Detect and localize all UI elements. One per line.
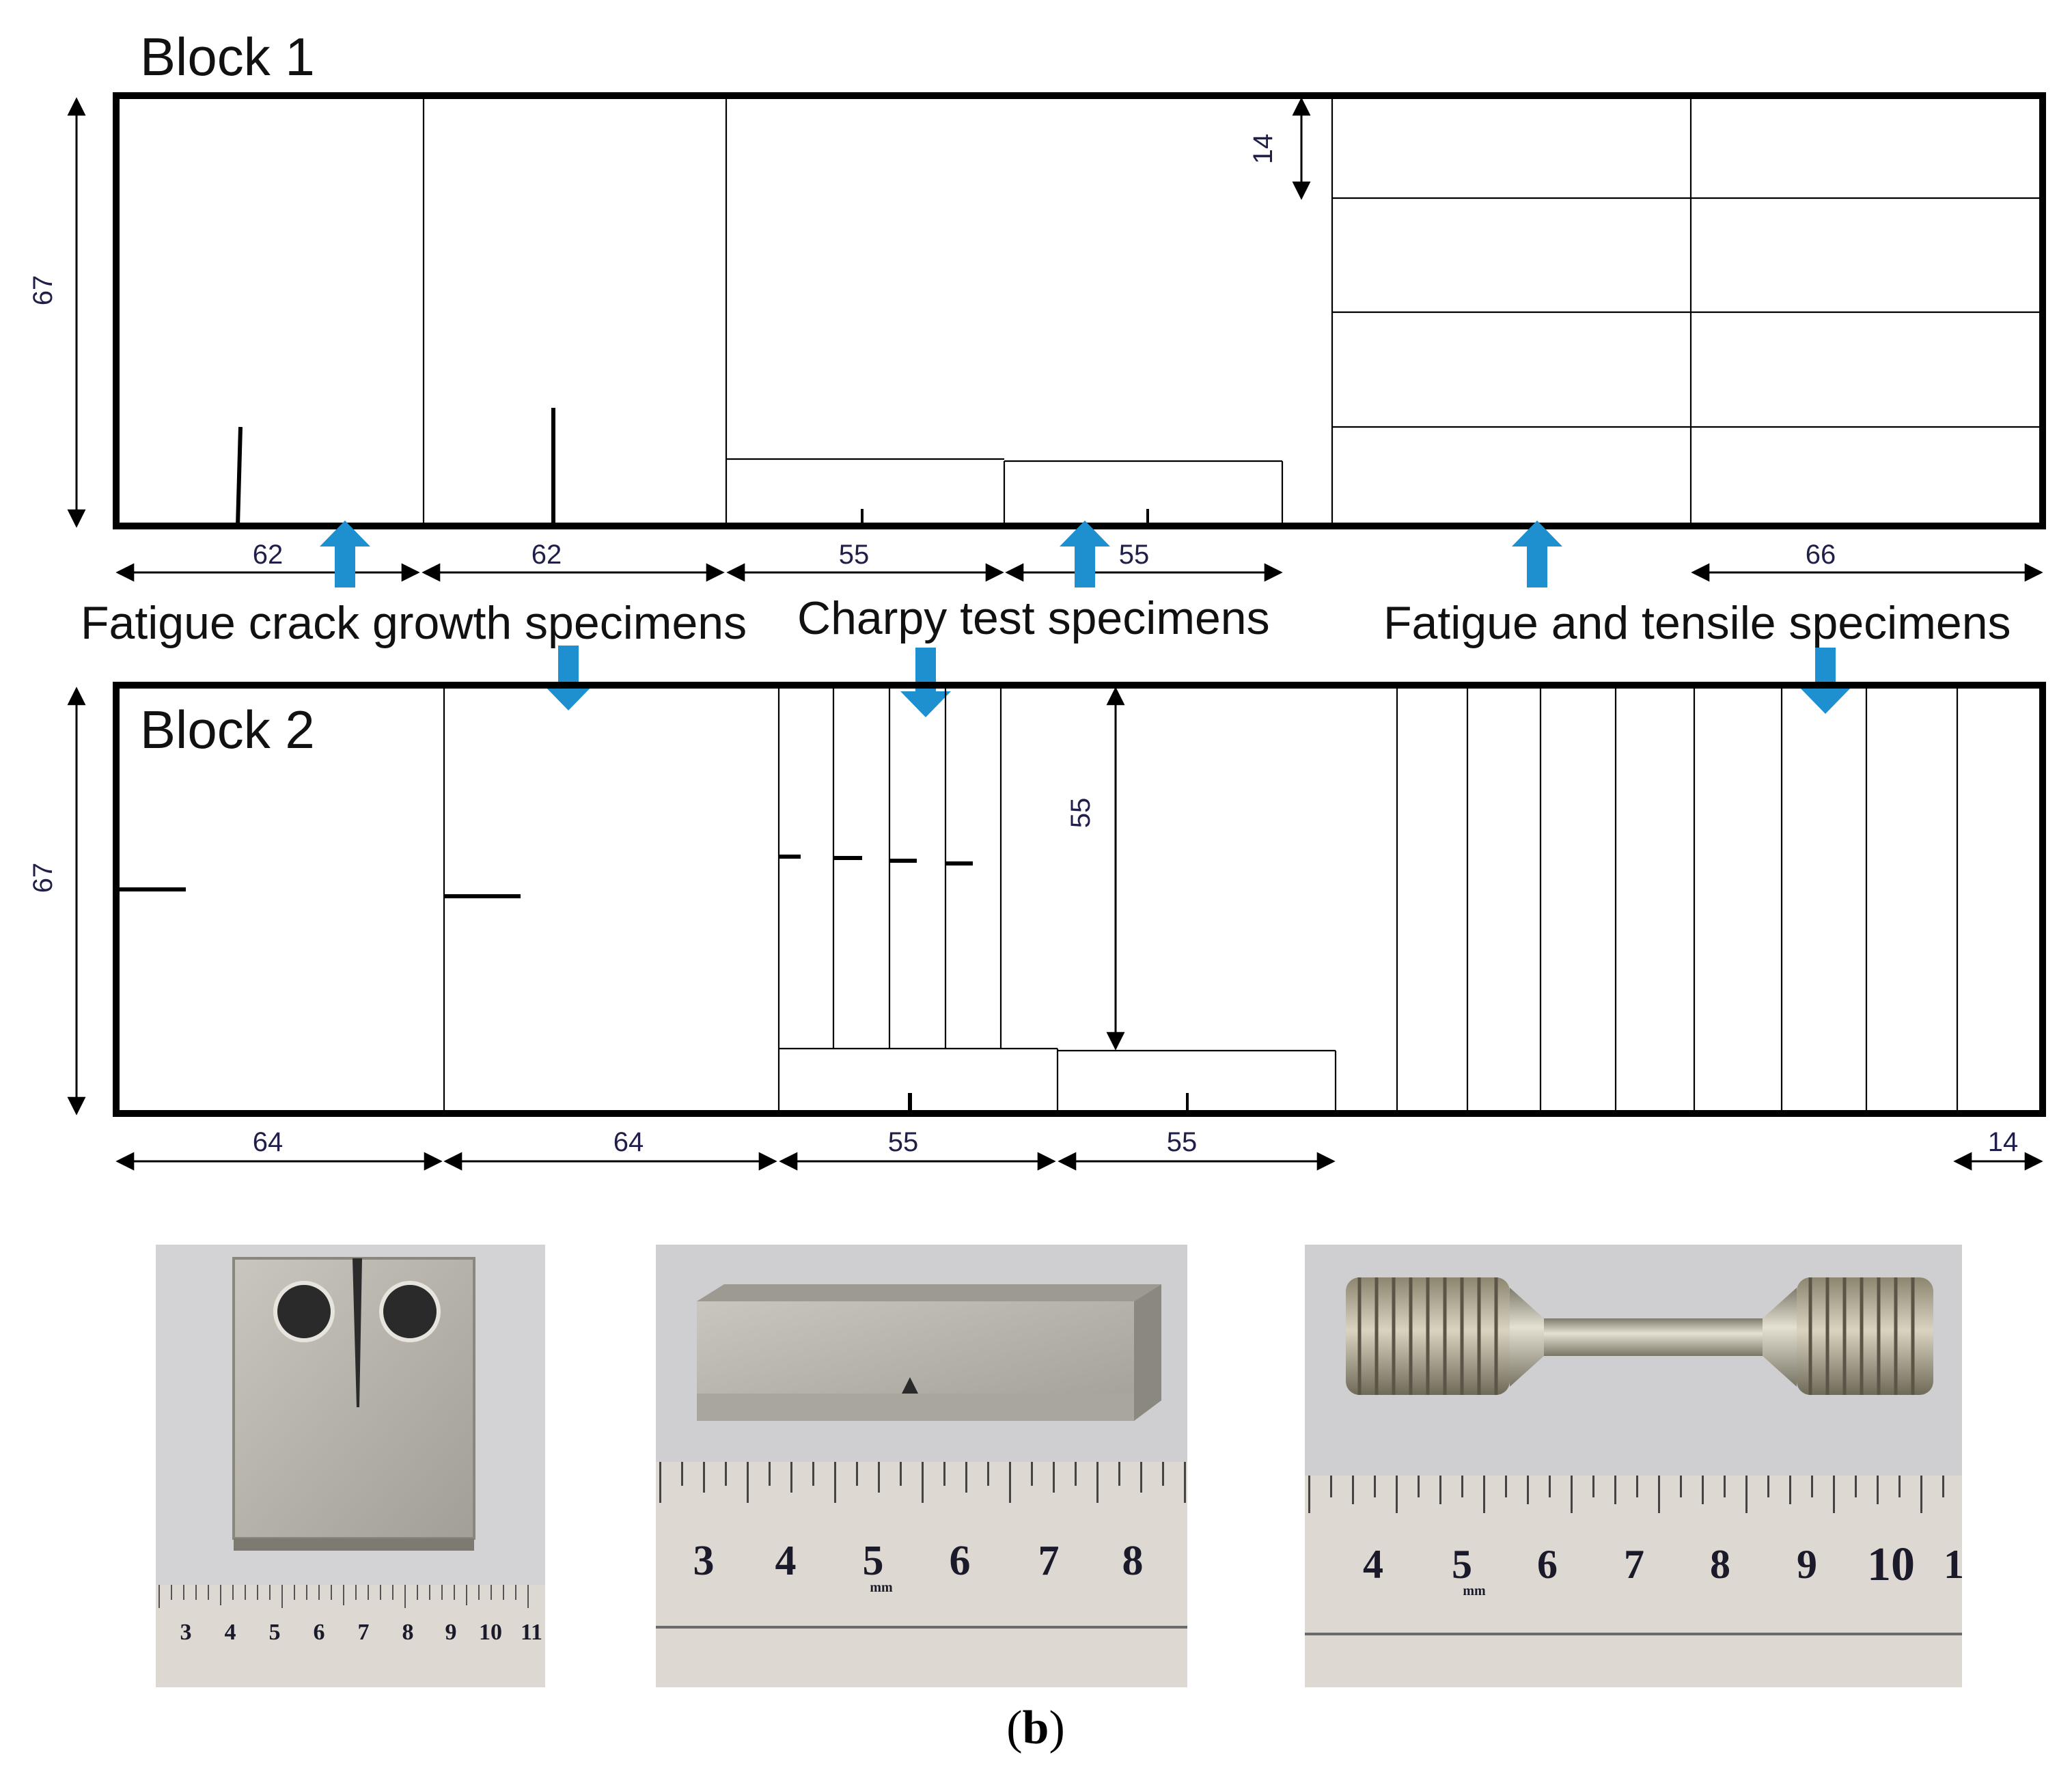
block1-notches — [236, 408, 1149, 527]
ruler2-num-4: 4 — [775, 1538, 797, 1584]
ruler1-num-3: 3 — [180, 1620, 192, 1645]
ruler2-num-8: 8 — [1122, 1538, 1144, 1584]
block2-charpy-label: 55 — [1066, 798, 1096, 829]
photo-fatigue-crack-specimen: 3 4 5 6 7 8 9 10 11 — [156, 1245, 545, 1687]
block1-width-2: 62 — [531, 540, 562, 570]
block2-notches — [120, 855, 1189, 1113]
ruler1-num-11: 11 — [521, 1620, 542, 1645]
block2-cut-lines — [443, 685, 1959, 1113]
ruler1-num-6: 6 — [314, 1620, 325, 1645]
ruler1-num-9: 9 — [445, 1620, 457, 1645]
photo-charpy-specimen: 3 4 5 mm 6 7 8 — [656, 1245, 1187, 1687]
ruler1-num-8: 8 — [402, 1620, 414, 1645]
block2-width-3: 55 — [888, 1127, 919, 1157]
block2-width-1: 64 — [253, 1127, 284, 1157]
block1-width-5: 66 — [1806, 540, 1836, 570]
ruler3-num-5: 5 — [1452, 1542, 1472, 1587]
ruler2-num-5: 5 — [863, 1538, 884, 1584]
ruler2-mm: mm — [870, 1580, 893, 1595]
caption-fatigue-crack: Fatigue crack growth specimens — [81, 597, 747, 649]
block1-width-3: 55 — [839, 540, 870, 570]
ruler2-num-6: 6 — [950, 1538, 971, 1584]
caption-fatigue-tensile: Fatigue and tensile specimens — [1383, 597, 2011, 649]
ruler1-num-4: 4 — [225, 1620, 236, 1645]
block2-width-5: 14 — [1988, 1127, 2019, 1157]
block1-outline — [113, 92, 2046, 529]
ruler3-num-8: 8 — [1710, 1542, 1730, 1587]
ruler2-num-7: 7 — [1038, 1538, 1060, 1584]
caption-charpy: Charpy test specimens — [797, 592, 1270, 644]
block1-slot-label: 14 — [1248, 134, 1278, 165]
ruler3-num-1: 1 — [1944, 1542, 1964, 1587]
ruler2-num-3: 3 — [693, 1538, 715, 1584]
up-arrows — [320, 521, 1562, 587]
ruler3-num-4: 4 — [1363, 1542, 1383, 1587]
ruler3-num-10: 10 — [1867, 1538, 1915, 1591]
block2-height-label: 67 — [28, 863, 58, 894]
block2-title: Block 2 — [140, 700, 315, 760]
photo-tensile-specimen: 4 5 mm 6 7 8 9 10 1 — [1305, 1245, 1964, 1687]
down-arrows — [543, 646, 1851, 717]
ruler1-num-10: 10 — [479, 1620, 502, 1645]
ruler1-num-5: 5 — [269, 1620, 281, 1645]
block1-height-label: 67 — [28, 275, 58, 306]
block1-width-1: 62 — [253, 540, 284, 570]
block1-width-4: 55 — [1119, 540, 1150, 570]
block1-title: Block 1 — [140, 27, 315, 87]
block1-cut-lines — [422, 96, 2043, 526]
block2-width-4: 55 — [1167, 1127, 1198, 1157]
ruler3-num-7: 7 — [1624, 1542, 1644, 1587]
ruler3-mm: mm — [1463, 1583, 1486, 1598]
ruler3-num-9: 9 — [1797, 1542, 1817, 1587]
block2-width-2: 64 — [613, 1127, 644, 1157]
ruler3-num-6: 6 — [1537, 1542, 1558, 1587]
block2-outline — [113, 682, 2046, 1117]
ruler1-num-7: 7 — [358, 1620, 370, 1645]
subfigure-label: (b) — [1006, 1702, 1065, 1754]
